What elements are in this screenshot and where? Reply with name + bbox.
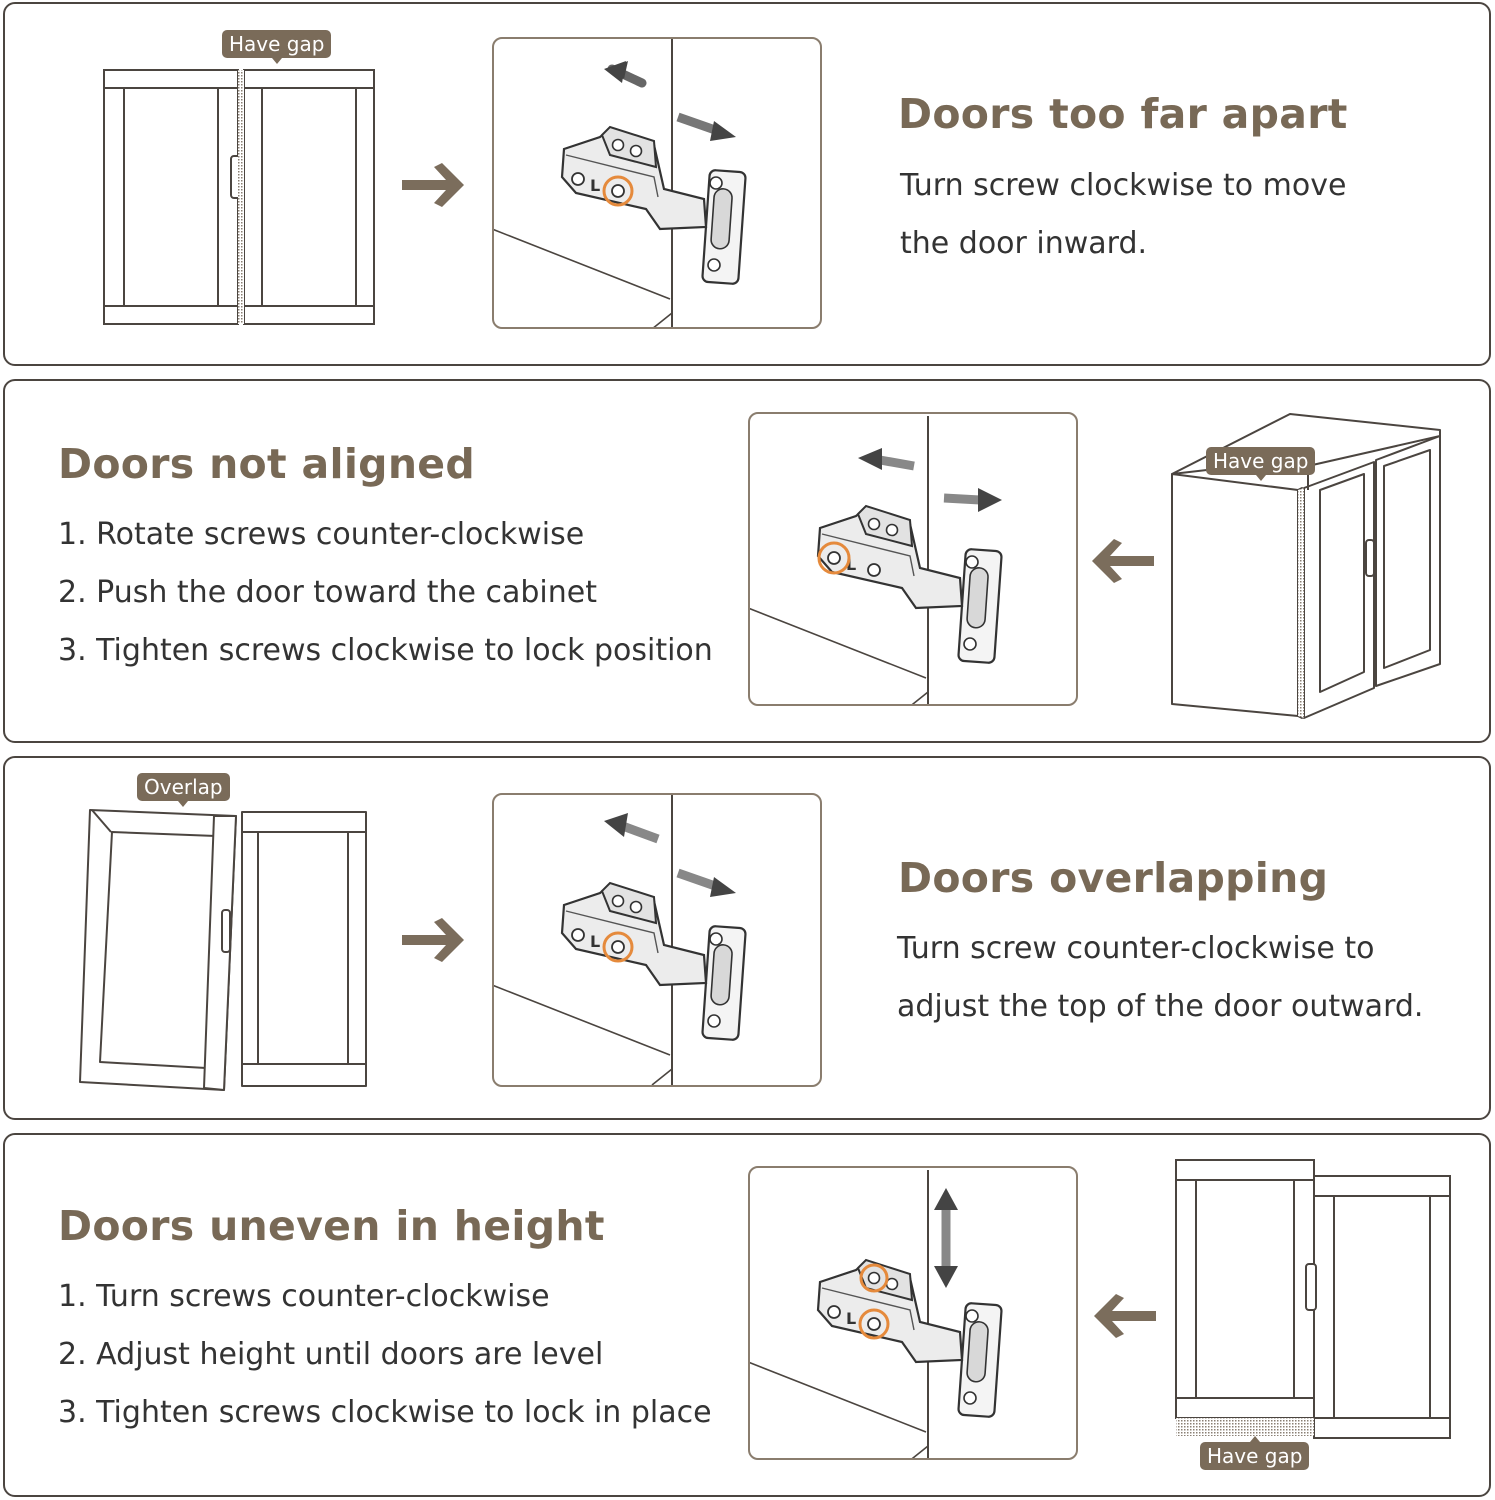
vertical-double-arrow-icon bbox=[934, 1188, 958, 1288]
hinge-illustration bbox=[750, 414, 1003, 704]
hinge-detail-frame bbox=[748, 1166, 1078, 1460]
gap-label-badge: Have gap bbox=[222, 30, 332, 64]
description-line: the door inward. bbox=[900, 226, 1148, 261]
arrow-right-icon bbox=[402, 918, 464, 962]
section-description: Turn screw counter-clockwise to adjust t… bbox=[897, 920, 1423, 1036]
step-item: 3. Tighten screws clockwise to lock in p… bbox=[58, 1395, 712, 1430]
hinge-illustration bbox=[494, 795, 747, 1085]
hinge-detail-frame bbox=[492, 37, 822, 329]
arrow-left-icon bbox=[1092, 539, 1154, 583]
hinge-detail-frame bbox=[492, 793, 822, 1087]
step-item: 2. Push the door toward the cabinet bbox=[58, 575, 597, 610]
screw-highlight-icon bbox=[602, 175, 634, 207]
section-title: Doors uneven in height bbox=[58, 1202, 605, 1250]
double-door-gap-illustration bbox=[103, 69, 375, 325]
section-title: Doors overlapping bbox=[898, 854, 1329, 902]
section-title: Doors not aligned bbox=[58, 440, 476, 488]
description-line: adjust the top of the door outward. bbox=[897, 989, 1424, 1024]
hinge-illustration bbox=[494, 39, 747, 327]
step-item: 3. Tighten screws clockwise to lock posi… bbox=[58, 633, 713, 668]
description-line: Turn screw counter-clockwise to bbox=[897, 931, 1375, 966]
section-description: Turn screw clockwise to move the door in… bbox=[900, 157, 1346, 273]
step-item: 1. Turn screws counter-clockwise bbox=[58, 1279, 550, 1314]
cabinet-gap-illustration bbox=[1171, 413, 1441, 719]
section-steps: 1. Turn screws counter-clockwise 2. Adju… bbox=[58, 1268, 712, 1442]
section-title: Doors too far apart bbox=[898, 90, 1348, 138]
step-item: 1. Rotate screws counter-clockwise bbox=[58, 517, 585, 552]
screw-highlight-icon bbox=[858, 1308, 890, 1340]
gap-label-badge: Have gap bbox=[1206, 447, 1316, 481]
double-door-overlap-illustration bbox=[79, 809, 367, 1091]
arrow-left-icon bbox=[1094, 1294, 1156, 1338]
section-steps: 1. Rotate screws counter-clockwise 2. Pu… bbox=[58, 506, 713, 680]
arrow-right-icon bbox=[402, 163, 464, 207]
hinge-detail-frame bbox=[748, 412, 1078, 706]
double-door-height-gap-illustration bbox=[1175, 1159, 1451, 1439]
screw-highlight-icon bbox=[817, 541, 851, 575]
screw-highlight-icon bbox=[602, 931, 634, 963]
gap-label-badge: Have gap bbox=[1200, 1436, 1310, 1470]
screw-highlight-icon bbox=[859, 1263, 889, 1293]
hinge-illustration bbox=[750, 1168, 1003, 1458]
overlap-label-badge: Overlap bbox=[137, 773, 230, 807]
step-item: 2. Adjust height until doors are level bbox=[58, 1337, 604, 1372]
description-line: Turn screw clockwise to move bbox=[900, 168, 1347, 203]
